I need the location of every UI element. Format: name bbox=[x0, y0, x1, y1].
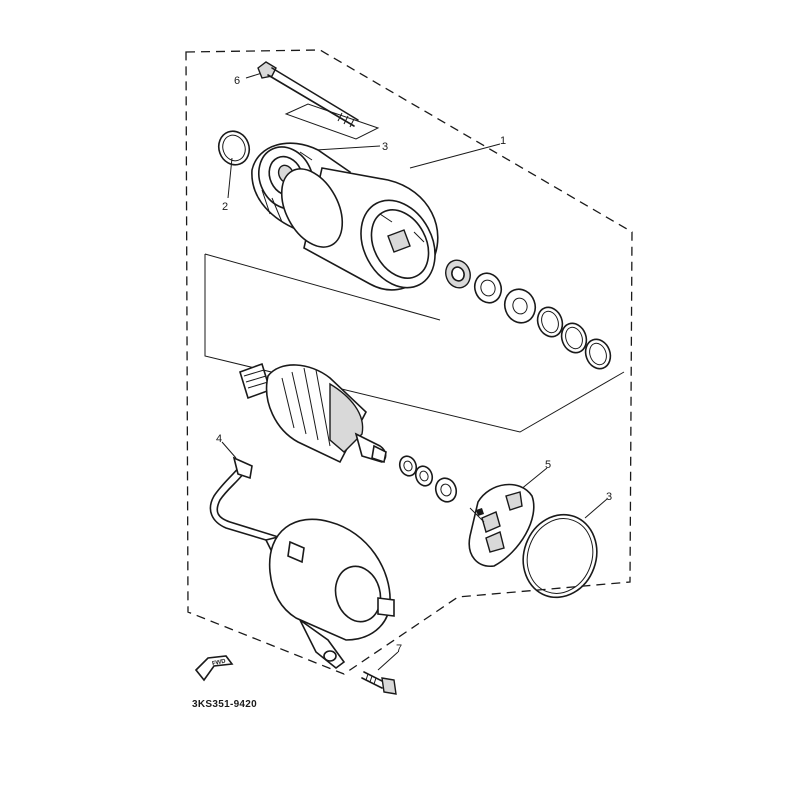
o-ring-top bbox=[217, 130, 251, 166]
assembly-dashed-boundary bbox=[185, 49, 633, 675]
through-bolt bbox=[257, 61, 359, 128]
label-plate bbox=[284, 103, 380, 140]
rear-cover bbox=[268, 518, 395, 670]
fwd-badge-text: FWD bbox=[212, 658, 227, 667]
bearing-and-washers bbox=[445, 259, 612, 370]
fwd-arrow-icon: FWD bbox=[194, 655, 234, 682]
label-part-3-rear: 3 bbox=[606, 491, 612, 503]
label-part-1: 1 bbox=[500, 135, 506, 147]
yoke-housing bbox=[280, 167, 439, 291]
armature-group-outline bbox=[204, 254, 625, 433]
diagram-code: 3KS351-9420 bbox=[192, 699, 257, 710]
shaft-washers bbox=[398, 455, 458, 503]
label-part-5: 5 bbox=[545, 459, 551, 471]
brush-holder bbox=[468, 483, 535, 567]
label-part-6: 6 bbox=[234, 75, 240, 87]
armature bbox=[239, 362, 387, 464]
o-ring-rear bbox=[522, 513, 598, 599]
mount-bolt bbox=[361, 671, 397, 695]
label-part-4: 4 bbox=[216, 433, 222, 445]
label-part-2: 2 bbox=[222, 201, 228, 213]
label-part-3-front: 3 bbox=[382, 141, 388, 153]
label-part-7: 7 bbox=[396, 643, 402, 655]
